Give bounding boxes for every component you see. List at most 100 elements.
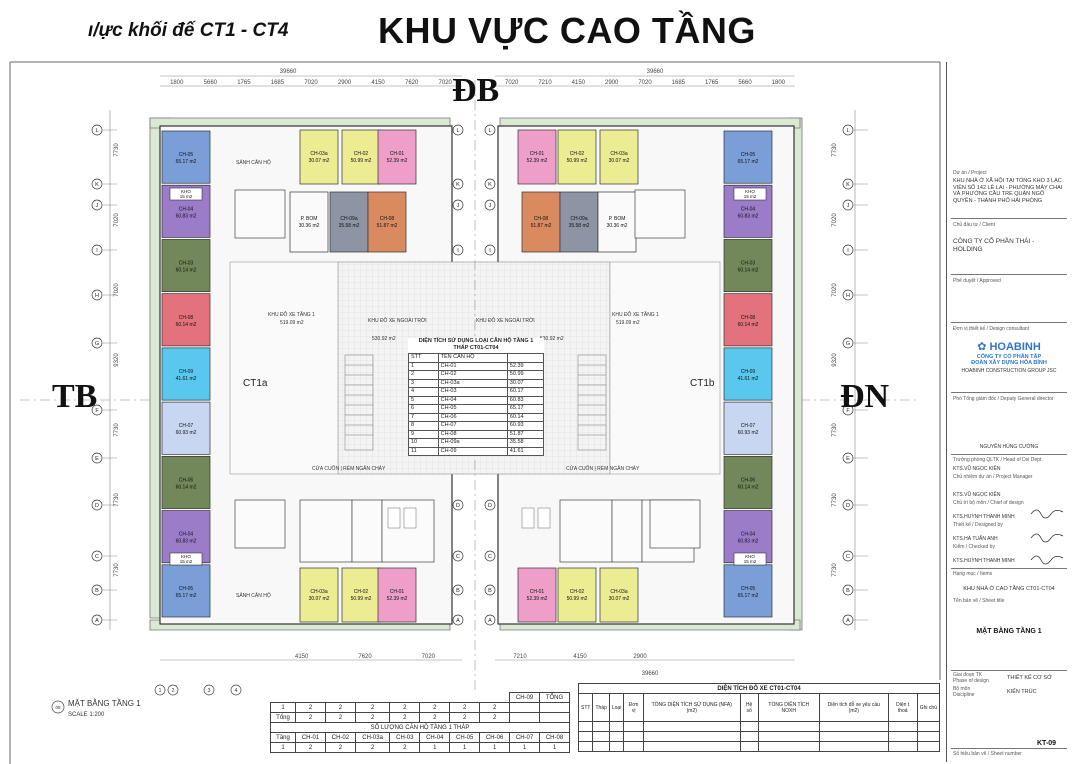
- right-top-unit-1: [517, 129, 557, 185]
- grid-bubble: [452, 178, 464, 190]
- right-bottom-unit-name: CH-02: [570, 589, 585, 595]
- grid-bubble: [842, 337, 854, 349]
- grid-letter: B: [95, 588, 99, 594]
- dimension-label: 4150: [573, 654, 587, 660]
- label-parking-center-right: KHU ĐỖ XE NGOÀI TRỜI: [476, 317, 535, 324]
- dimension-label: 7730: [114, 563, 120, 577]
- dimension-total-bottom: 39660: [642, 671, 659, 677]
- right-unit-name: CH-06: [741, 477, 756, 483]
- grid-bubble: [842, 244, 854, 256]
- storage-room-label: KHO: [745, 554, 755, 559]
- grid-bubble: [842, 584, 854, 596]
- grid-letter: A: [488, 618, 492, 624]
- header-subtitle: ı/ực khối đế CT1 - CT4: [88, 20, 289, 41]
- unit-table-head-stt: STT: [408, 353, 439, 363]
- chief-name: KTS.HUỲNH THANH MINH: [953, 514, 1015, 520]
- check-label: Kiểm / Checked by: [953, 544, 995, 550]
- right-mid-unit-3: [597, 191, 637, 253]
- left-mid-unit-3: [367, 191, 407, 253]
- grid-bubble: [842, 550, 854, 562]
- unit-table-title: DIỆN TÍCH SỬ DỤNG LOẠI CĂN HỘ TẦNG 1 THÁ…: [418, 338, 534, 351]
- grid-letter: D: [456, 503, 460, 509]
- dimension-label: 1685: [672, 80, 686, 86]
- grid-letter: B: [846, 588, 850, 594]
- dimension-label: 7020: [304, 80, 318, 86]
- grid-bubble: [91, 178, 103, 190]
- right-mid-unit-name: CH-09a: [570, 216, 587, 222]
- left-top-unit-1: [299, 129, 339, 185]
- sheet-title: MẶT BẰNG TẦNG 1: [976, 628, 1042, 635]
- grid-bubble: [91, 337, 103, 349]
- left-unit-name: CH-04: [179, 532, 194, 538]
- grid-letter: K: [488, 182, 492, 188]
- dimension-label: 1800: [772, 80, 786, 86]
- grid-letter: I: [489, 248, 491, 254]
- left-top-unit-name: CH-01: [390, 151, 405, 157]
- grid-letter: K: [95, 182, 99, 188]
- dimension-label: 9320: [114, 353, 120, 367]
- right-unit-name: CH-04: [741, 206, 756, 212]
- dimension-label: 7020: [638, 80, 652, 86]
- left-unit-area: 60.83 m2: [176, 213, 197, 219]
- left-unit-name: CH-06: [179, 477, 194, 483]
- right-unit-name: CH-08: [741, 315, 756, 321]
- dimension-label: 7620: [405, 80, 419, 86]
- right-unit-name: CH-04: [741, 532, 756, 538]
- grid-letter: B: [488, 588, 492, 594]
- dimension-label: 7020: [832, 283, 838, 297]
- right-top-unit-name: CH-03a: [610, 151, 627, 157]
- grid-bubble: [484, 124, 496, 136]
- left-top-unit-name: CH-02: [354, 151, 369, 157]
- svg-text:08: 08: [55, 705, 61, 710]
- grid-bubble: [452, 124, 464, 136]
- grid-bubble: [842, 614, 854, 626]
- grid-letter: E: [846, 456, 850, 462]
- grid-letter: H: [846, 293, 850, 299]
- left-unit-name: CH-05: [179, 152, 194, 158]
- right-unit-name: CH-07: [741, 423, 756, 429]
- dimension-label: 7620: [358, 654, 372, 660]
- right-mid-unit-1: [521, 191, 561, 253]
- grid-letter: A: [846, 618, 850, 624]
- right-bottom-unit-3: [599, 567, 639, 623]
- left-unit-6: [161, 401, 211, 455]
- hoabinh-mark-icon: ✿: [977, 341, 987, 353]
- grid-letter: C: [488, 554, 492, 560]
- parking-bays: [387, 507, 551, 529]
- label-sanh-top: SẢNH CĂN HỘ: [236, 159, 271, 166]
- item-label: Hạng mục / Items: [953, 571, 993, 577]
- right-mid-unit-name: P. BOM: [609, 216, 626, 222]
- dimension-label: 4150: [371, 80, 385, 86]
- right-unit-name: CH-05: [741, 152, 756, 158]
- grid-letter: L: [488, 128, 491, 134]
- grid-letter: J: [847, 203, 850, 209]
- count-caption: SỐ LƯỢNG CĂN HỘ TẦNG 1 THÁP: [270, 722, 570, 733]
- project-label: Dự án / Project: [953, 170, 987, 176]
- count-head-total: TỔNG: [539, 692, 570, 703]
- grid-bubble: [842, 199, 854, 211]
- grid-bubble: [842, 124, 854, 136]
- dimension-label: 7020: [832, 213, 838, 227]
- right-bottom-unit-area: 30.07 m2: [609, 596, 630, 602]
- dimension-label: 5660: [738, 80, 752, 86]
- left-unit-area: 60.14 m2: [176, 268, 197, 274]
- left-unit-name: CH-05: [179, 586, 194, 592]
- left-unit-area: 60.14 m2: [176, 484, 197, 490]
- right-unit-area: 60.14 m2: [738, 322, 759, 328]
- svg-text:4: 4: [235, 688, 238, 694]
- grid-bubble: [842, 289, 854, 301]
- left-mid-unit-name: CH-09a: [340, 216, 357, 222]
- right-unit-area: 60.83 m2: [738, 539, 759, 545]
- unit-table-head-area: [506, 353, 545, 363]
- storage-room-label: 15 m2: [744, 559, 757, 564]
